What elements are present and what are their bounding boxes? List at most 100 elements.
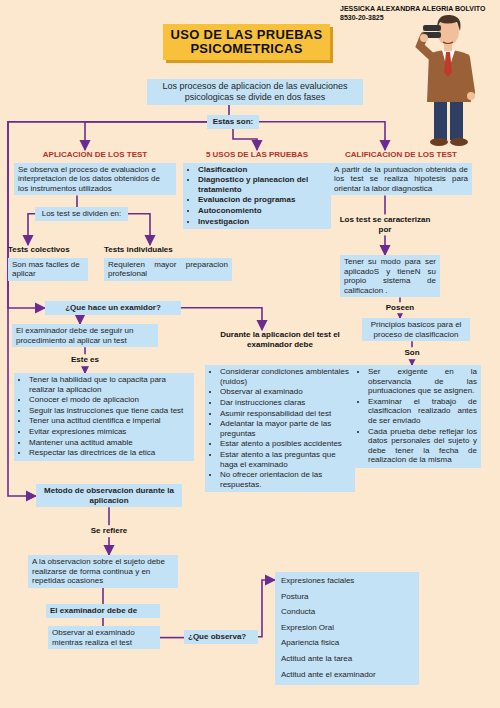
edge-label: Este es xyxy=(69,354,101,366)
bullet-item: Cada prueba debe reflejar los datos pers… xyxy=(368,427,477,465)
node-text: Principios basicos para el proceso de cl… xyxy=(366,320,466,339)
pants-leg xyxy=(434,100,447,140)
process-box: Los test se dividen en: xyxy=(35,207,128,221)
node-heading: 5 USOS DE LAS PRUEBAS xyxy=(183,150,331,160)
node-heading: Durante la aplicacion del test el examin… xyxy=(205,330,355,349)
node-text: ¿Que hace un examidor? xyxy=(49,303,177,313)
bullet-text: Autoconomiento xyxy=(198,206,262,215)
neck xyxy=(444,42,452,51)
connector-line xyxy=(181,308,262,330)
title-box: USO DE LAS PRUEBAS PSICOMETRICAS xyxy=(163,24,330,60)
pants-leg xyxy=(450,100,463,140)
node-heading: Tests individuales xyxy=(104,245,232,255)
bullet-text: Cada prueba debe reflejar los datos pers… xyxy=(368,427,477,465)
node-body: Requieren mayor preparacion profesional xyxy=(104,258,232,281)
edge-label: Los test se caracterizan por xyxy=(336,215,435,236)
bullet-text: Evitar expresiones mimicas xyxy=(29,427,126,436)
connector-line xyxy=(102,618,104,626)
bullet-item: Tener la habilidad que lo capacita para … xyxy=(29,375,190,394)
node-text: Se observa el proceso de evaluacion e in… xyxy=(18,165,172,194)
bullet-item: Seguir las instrucciones que tiene cada … xyxy=(29,406,190,416)
node-text: Tener su modo para ser aplicadoS y tiene… xyxy=(344,257,436,295)
bullet-text: Tener una actitud cientifica e imperial xyxy=(29,416,161,425)
process-box: ¿Que observa? xyxy=(184,630,258,644)
bullet-item: Tener una actitud cientifica e imperial xyxy=(29,416,190,426)
bullet-text: Mantener una actitud amable xyxy=(29,438,133,447)
connector-line xyxy=(228,105,230,115)
node-body: ClasificacionDiagnostico y planeacion de… xyxy=(183,163,331,230)
connector-line xyxy=(233,129,257,150)
bullet-item: Asumir responsabilidad del test xyxy=(220,409,351,419)
process-box: Tests individualesRequieren mayor prepar… xyxy=(104,245,232,281)
title-text: USO DE LAS PRUEBAS PSICOMETRICAS xyxy=(163,28,330,57)
edge-label: Son xyxy=(402,347,421,359)
node-text: Metodo de observacion durante la aplicac… xyxy=(40,486,178,505)
shoe xyxy=(450,138,468,146)
bullet-text: Considerar condiciones ambientales (ruid… xyxy=(220,367,349,386)
binoculars xyxy=(423,25,441,31)
node-text: Los test se dividen en: xyxy=(39,209,124,219)
connector-line xyxy=(258,580,275,637)
node-text: El examinador debe de xyxy=(50,606,156,616)
bullet-text: Investigacion xyxy=(198,217,249,226)
process-box: El examinador debe de xyxy=(46,604,160,618)
connector-line xyxy=(8,122,207,496)
arm xyxy=(466,58,471,92)
process-box: El examinador debe de seguir un procedim… xyxy=(12,324,158,347)
bullet-item: Respectar las directrices de la etica xyxy=(29,448,190,458)
list-row: Expresion Oral xyxy=(279,621,415,635)
node-body: A partir de la puntuacion obtenida de lo… xyxy=(330,163,472,196)
node-text: Observar al examinado mientras realiza e… xyxy=(52,628,156,647)
process-box: A la observacion sobre el sujeto debe re… xyxy=(28,555,178,588)
edge-label: Se refiere xyxy=(89,525,129,537)
bullet-item: Mantener una actitud amable xyxy=(29,438,190,448)
process-box: Observar al examinado mientras realiza e… xyxy=(48,626,160,649)
connector-line xyxy=(28,214,35,245)
node-heading: APLICACION DE LOS TEST xyxy=(14,150,176,160)
bullet-item: Dar instrucciones claras xyxy=(220,398,351,408)
list-row: Apariencia fisica xyxy=(279,636,415,650)
bullet-item: Considerar condiciones ambientales (ruid… xyxy=(220,367,351,386)
bullet-text: Conocer el modo de aplicacion xyxy=(29,395,139,404)
bullet-list: Considerar condiciones ambientales (ruid… xyxy=(209,367,351,489)
bullet-text: Clasificacion xyxy=(198,165,247,174)
process-box: 5 USOS DE LAS PRUEBAS ClasificacionDiagno… xyxy=(183,150,331,229)
bullet-text: Tener la habilidad que lo capacita para … xyxy=(29,375,166,394)
process-box: Expresiones facialesPosturaConductaExpre… xyxy=(275,572,419,685)
list-row: Conducta xyxy=(279,605,415,619)
mouth xyxy=(443,42,453,44)
bullet-item: Evaluacion de programas xyxy=(198,195,327,205)
bullet-item: Adelantar la mayor parte de las pregunta… xyxy=(220,419,351,438)
bullet-list: ClasificacionDiagnostico y planeacion de… xyxy=(187,165,327,227)
connector-line xyxy=(160,637,184,639)
node-text: Estas son: xyxy=(211,117,255,127)
bullet-item: Clasificacion xyxy=(198,165,327,175)
node-heading: Tests colectivos xyxy=(8,245,88,255)
node-text: A partir de la puntuacion obtenida de lo… xyxy=(334,165,468,194)
hand xyxy=(467,92,475,100)
bullet-list: Ser exigente en la observancia de las pu… xyxy=(357,367,477,465)
bullet-item: Evitar expresiones mimicas xyxy=(29,427,190,437)
connector-line xyxy=(79,315,81,324)
list-row: Actitud ante el examinador xyxy=(279,668,415,682)
bullet-text: Evaluacion de programas xyxy=(198,195,295,204)
node-text: Los procesos de aplicacion de las evaluc… xyxy=(151,81,359,103)
node-body: Son mas faciles de aplicar xyxy=(8,258,88,281)
author-label: 8530-20-3825 xyxy=(340,14,384,21)
process-box: Durante la aplicacion del test el examin… xyxy=(205,330,355,492)
bullet-text: Respectar las directrices de la etica xyxy=(29,448,155,457)
bullet-item: No ofrecer orientacion de las respuestas… xyxy=(220,470,351,489)
process-box: Principios basicos para el proceso de cl… xyxy=(362,318,470,341)
process-box: Los procesos de aplicacion de las evaluc… xyxy=(147,79,363,105)
node-text: ¿Que observa? xyxy=(188,632,254,642)
process-box: Tests colectivosSon mas faciles de aplic… xyxy=(8,245,88,281)
node-text: Son mas faciles de aplicar xyxy=(12,260,84,279)
connector-line xyxy=(85,122,207,150)
process-box: ¿Que hace un examidor? xyxy=(45,301,181,315)
node-body: Considerar condiciones ambientales (ruid… xyxy=(205,365,355,492)
bullet-text: Estar atento a posibles accidentes xyxy=(220,439,342,448)
bullet-text: Diagnostico y planeacion del tratamiento xyxy=(198,175,308,194)
bullet-text: Ser exigente en la observancia de las pu… xyxy=(368,367,477,395)
connector-line xyxy=(259,122,385,150)
